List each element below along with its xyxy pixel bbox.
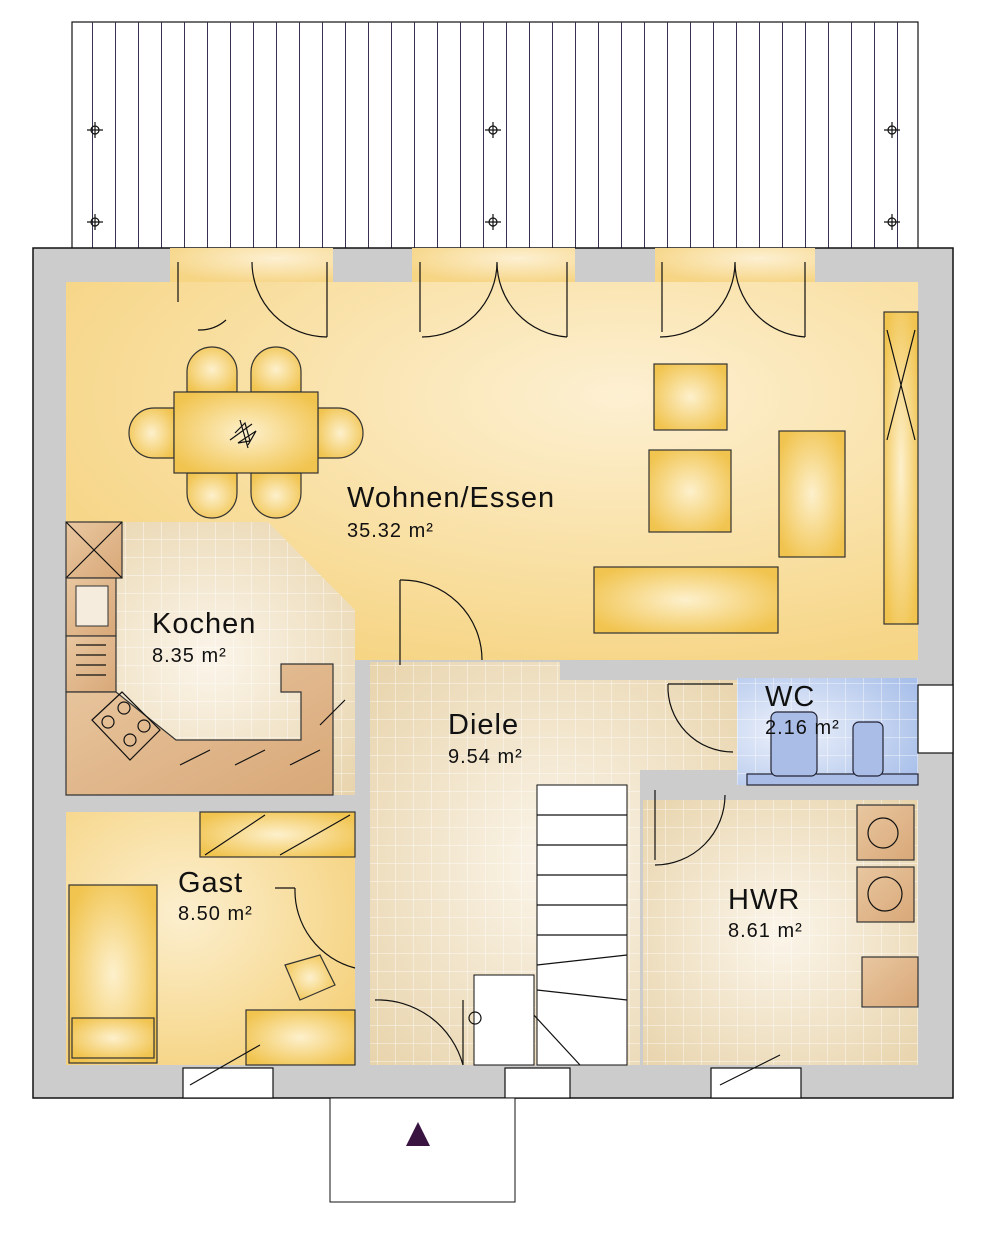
room-diele: [370, 579, 737, 1066]
sink-icon: [75, 585, 109, 627]
room-name-kochen: Kochen: [152, 608, 256, 640]
room-hwr: [643, 790, 919, 1065]
terrace: [71, 21, 919, 251]
living-door: [399, 579, 483, 665]
wc-door: [667, 683, 734, 753]
kitchen-counter: [65, 521, 346, 796]
room-name-wc: WC: [765, 681, 815, 713]
room-area-hwr: 8.61 m²: [728, 920, 803, 942]
desk: [245, 1009, 356, 1066]
room-name-gast: Gast: [178, 867, 243, 899]
room-kochen: [65, 521, 355, 796]
room-area-gast: 8.50 m²: [178, 903, 253, 925]
dryer: [856, 866, 915, 923]
utility-sink: [861, 956, 919, 1008]
wardrobe: [199, 811, 356, 858]
entrance-porch: [329, 1097, 516, 1203]
sofa-right: [778, 430, 846, 558]
room-area-diele: 9.54 m²: [448, 746, 523, 768]
room-area-kochen: 8.35 m²: [152, 645, 227, 667]
windows: [182, 684, 954, 1099]
room-gast: [66, 811, 356, 1066]
living-furniture: [593, 311, 919, 634]
washing-machine: [856, 804, 915, 861]
toilet: [852, 721, 884, 777]
staircase: [468, 784, 628, 1066]
armchair: [653, 363, 728, 431]
terrace-doors: [177, 261, 806, 338]
dining-table-set: [128, 346, 364, 519]
room-name-hwr: HWR: [728, 884, 800, 916]
coffee-table: [648, 449, 732, 533]
room-wc: [667, 678, 919, 786]
plant-icon: [229, 419, 257, 449]
desk-chair: [284, 954, 336, 1001]
dining-table: [173, 391, 319, 474]
room-area-wc: 2.16 m²: [765, 717, 840, 739]
room-area-wohnen: 35.32 m²: [347, 520, 434, 542]
hwr-door: [654, 790, 726, 866]
wc-sink: [770, 711, 818, 777]
front-door: [374, 999, 464, 1066]
stove-icon: [91, 691, 161, 761]
sideboard: [883, 311, 919, 625]
room-name-wohnen: Wohnen/Essen: [347, 482, 555, 514]
gast-door: [275, 887, 356, 969]
sofa-bottom: [593, 566, 779, 634]
entrance-arrow-icon: [406, 1122, 430, 1146]
terrace-post-markers: [87, 122, 900, 230]
room-name-diele: Diele: [448, 709, 519, 741]
